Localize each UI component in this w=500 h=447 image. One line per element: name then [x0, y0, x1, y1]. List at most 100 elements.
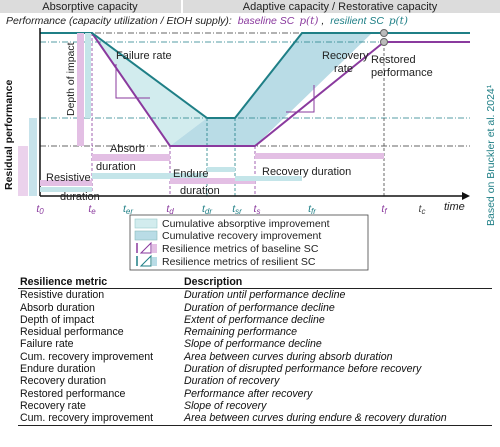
- metric-description: Remaining performance: [184, 326, 298, 339]
- tick-ts: ts: [254, 203, 261, 216]
- x-axis-label: time: [444, 201, 465, 213]
- tick-te: te: [88, 203, 96, 216]
- legend-text-0: Cumulative absorptive improvement: [162, 218, 330, 230]
- metric-description: Duration until performance decline: [184, 289, 346, 302]
- restored-marker-resilient: [380, 29, 388, 37]
- x-axis-arrow: [462, 192, 470, 200]
- metric-name: Cum. recovery improvement: [18, 412, 182, 426]
- metric-name: Restored performance: [20, 387, 126, 400]
- table-row: Resistive duration Duration until perform…: [18, 289, 492, 302]
- metric-description: Performance after recovery: [184, 387, 313, 400]
- legend-text-1: Cumulative recovery improvement: [162, 230, 321, 242]
- header-absorptive: Absorptive capacity: [42, 1, 138, 13]
- recovery-rate-label-line1: Recovery: [322, 50, 369, 62]
- metric-description: Duration of performance decline: [184, 301, 335, 314]
- endure-bar-baseline: [170, 178, 255, 184]
- absorb-duration-line1: Absorb: [110, 143, 145, 155]
- endure-bar-resilient: [207, 167, 235, 172]
- recovery-bar-resilient: [235, 176, 302, 181]
- failure-rate-triangle: [115, 64, 150, 99]
- metric-name: Cum. recovery improvement: [20, 350, 154, 363]
- x-ticks: t0 te ter td tdr tsr ts tfr tf tc: [36, 203, 425, 216]
- table-row: Endure duration Duration of disrupted per…: [18, 363, 492, 375]
- restored-performance-line1: Restored: [371, 54, 416, 66]
- performance-baseline: baseline SC: [238, 15, 295, 27]
- recovery-rate-label-line2: rate: [334, 63, 353, 75]
- performance-baseline-arg: p(t): [299, 15, 318, 27]
- tick-tfr: tfr: [308, 203, 316, 216]
- restored-performance-line2: performance: [371, 67, 433, 79]
- metric-description: Duration of disrupted performance before…: [184, 363, 422, 376]
- metric-name: Absorb duration: [20, 301, 95, 314]
- y-axis-label: Residual performance: [3, 80, 15, 190]
- recovery-duration-label: Recovery duration: [262, 166, 351, 178]
- source-label: Based on Bruckler et al. 2024¹: [485, 84, 497, 226]
- table-header-row: Resilience metric Description: [18, 276, 492, 290]
- depth-bar-baseline: [77, 33, 84, 146]
- table-row: Absorb duration Duration of performance d…: [18, 302, 492, 314]
- tick-td: td: [166, 203, 174, 216]
- cumulative-absorptive-area: [92, 33, 207, 146]
- tick-tc: tc: [419, 203, 426, 216]
- metrics-table: Resilience metric Description Resistive …: [18, 276, 492, 426]
- table-header-metric: Resilience metric: [18, 276, 182, 290]
- header-adaptive-bg: [183, 0, 500, 13]
- performance-resilient: resilient SC: [330, 15, 384, 27]
- metric-description: Slope of recovery: [184, 399, 267, 412]
- metric-name: Residual performance: [20, 326, 124, 339]
- header-adaptive: Adaptive capacity / Restorative capacity: [243, 1, 438, 13]
- depth-bar-resilient: [85, 33, 91, 118]
- metric-name: Endure duration: [20, 363, 96, 376]
- recovery-rate-triangle: [286, 85, 315, 113]
- tick-tf: tf: [381, 203, 387, 216]
- table-row: Failure rate Slope of performance decline: [18, 338, 492, 350]
- table-row: Recovery duration Duration of recovery: [18, 375, 492, 387]
- table-row: Restored performance Performance after re…: [18, 388, 492, 400]
- resistive-duration-line2: duration: [60, 191, 100, 203]
- metric-description: Area between curves during absorb durati…: [184, 350, 393, 363]
- tick-tdr: tdr: [202, 203, 212, 216]
- residual-bar-resilient: [29, 118, 37, 196]
- endure-duration-line2: duration: [180, 185, 220, 197]
- table-row: Recovery rate Slope of recovery: [18, 400, 492, 412]
- legend-swatch-recovery: [134, 230, 158, 241]
- tick-ter: ter: [123, 203, 133, 216]
- table-row: Residual performance Remaining performanc…: [18, 326, 492, 338]
- metric-description: Extent of performance decline: [184, 313, 325, 326]
- metric-name: Recovery rate: [20, 399, 86, 412]
- legend-box: [129, 214, 369, 271]
- table-row: Cum. recovery improvement Area between cu…: [18, 351, 492, 363]
- absorb-bar-resilient: [92, 173, 207, 179]
- metric-description: Area between curves during endure & reco…: [182, 412, 492, 426]
- legend-swatch-absorptive: [134, 218, 158, 229]
- metric-description: Duration of recovery: [184, 375, 280, 388]
- resistive-bar-baseline: [40, 180, 92, 186]
- recovery-bar-baseline: [255, 153, 384, 159]
- failure-rate-label: Failure rate: [116, 50, 172, 62]
- tick-tsr: tsr: [232, 203, 242, 216]
- endure-duration-line1: Endure: [173, 168, 208, 180]
- legend-text-3: Resilience metrics of resilient SC: [162, 256, 316, 268]
- legend-text-2: Resilience metrics of baseline SC: [162, 243, 319, 255]
- restored-marker-baseline: [380, 38, 388, 46]
- cumulative-recovery-area: [170, 33, 372, 146]
- legend-icon-resilient: [136, 254, 157, 267]
- resistive-duration-line1: Resistive: [46, 172, 91, 184]
- legend-icon-baseline: [136, 241, 157, 254]
- depth-of-impact-label: Depth of impact: [65, 42, 77, 116]
- header-absorptive-bg: [0, 0, 181, 13]
- performance-label: Performance (capacity utilization / EtOH…: [6, 15, 408, 27]
- metric-description: Slope of performance decline: [184, 338, 322, 351]
- resilience-diagram: Absorptive capacity Adaptive capacity / …: [0, 0, 500, 271]
- metric-name: Recovery duration: [20, 375, 106, 388]
- metric-name: Resistive duration: [20, 289, 105, 302]
- table-header-description: Description: [182, 276, 492, 290]
- performance-main: Performance (capacity utilization / EtOH…: [6, 15, 232, 27]
- metric-name: Failure rate: [20, 338, 74, 351]
- absorb-bar-baseline: [92, 154, 170, 161]
- residual-bar-baseline: [18, 146, 28, 196]
- performance-resilient-arg: p(t): [389, 15, 408, 27]
- resistive-bar-resilient: [40, 187, 92, 192]
